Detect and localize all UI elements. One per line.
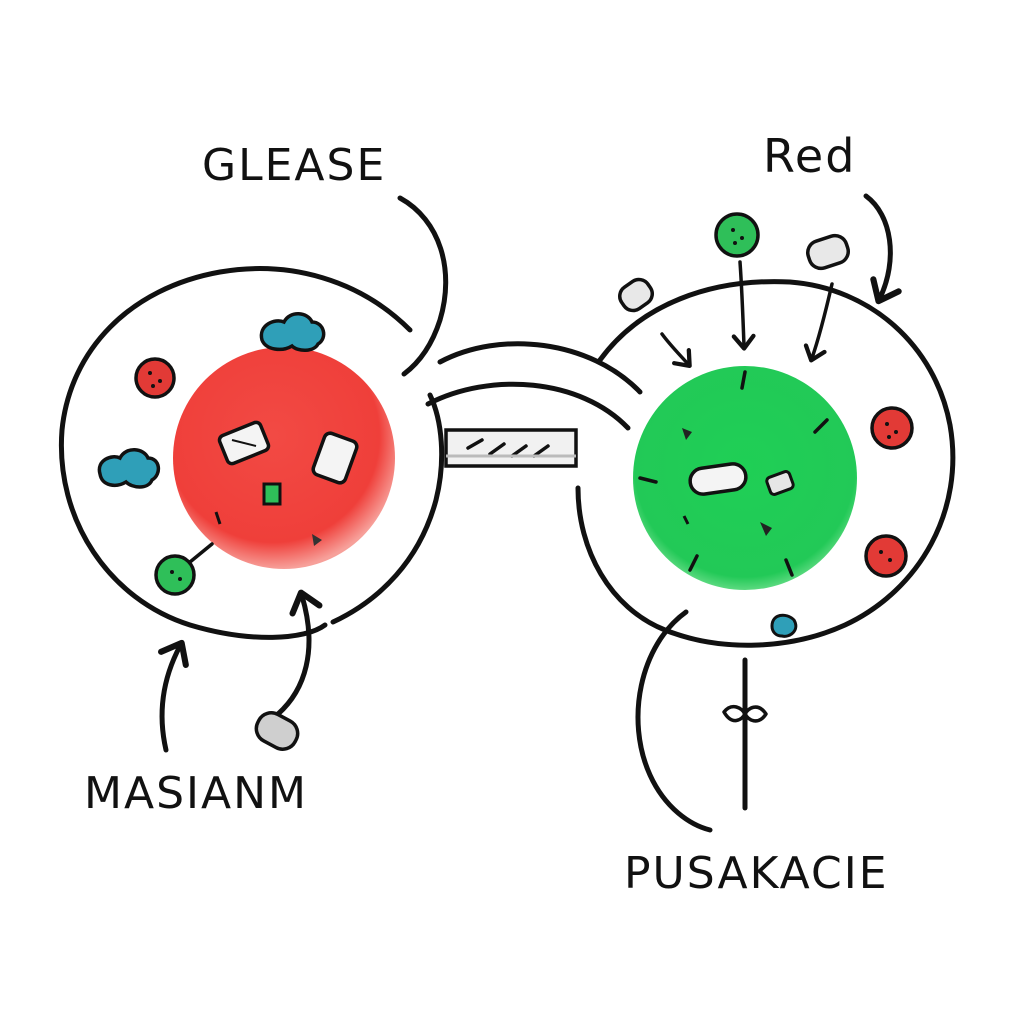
left-cell	[58, 266, 445, 640]
right-nucleus-ticks	[638, 370, 829, 577]
pusakacie-leader-curve	[635, 609, 713, 833]
left-nucleus-organelles	[214, 420, 359, 546]
capsule-icon	[618, 277, 654, 313]
right-cell-inbound-arrows	[660, 260, 834, 368]
red-leader	[863, 193, 902, 305]
right-nucleus-organelles	[682, 428, 795, 536]
right-cell-particles	[618, 212, 914, 638]
right-cell-membrane	[575, 279, 956, 648]
left-cell-membrane	[58, 266, 445, 640]
label-red: Red	[763, 129, 856, 183]
label-leaders	[158, 193, 902, 833]
glease-leader	[397, 195, 449, 377]
bridge-lower-arc	[425, 381, 631, 431]
capsule-icon	[254, 711, 300, 751]
channel-icon	[444, 428, 578, 468]
green-particle-icon	[714, 212, 760, 258]
teal-cluster-icon	[259, 312, 326, 352]
capsule-icon	[765, 470, 795, 496]
bridge-upper-arc	[437, 341, 643, 395]
left-nucleus	[173, 347, 395, 569]
red-particle-icon	[870, 406, 914, 450]
red-particle-icon	[134, 357, 176, 399]
right-cell	[575, 212, 956, 648]
capsule-icon	[688, 462, 748, 496]
label-pusakacie: PUSAKACIE	[624, 848, 889, 899]
capsule-icon	[806, 233, 850, 271]
teal-cluster-icon	[97, 448, 161, 489]
left-cell-particles	[97, 312, 326, 596]
fragment-icon	[312, 534, 322, 546]
bridge	[425, 341, 643, 468]
label-masianm: MASIANM	[84, 768, 308, 819]
teal-particle-icon	[770, 613, 798, 638]
green-particle-icon	[154, 554, 196, 596]
capsule-icon	[311, 431, 359, 485]
masianm-arrow-right	[275, 589, 323, 717]
red-particle-icon	[864, 534, 908, 578]
masianm-arrow-left	[158, 639, 189, 753]
label-glease: GLEASE	[202, 140, 386, 191]
green-granule-icon	[262, 482, 282, 506]
pusakacie-knot-icon	[722, 704, 768, 723]
